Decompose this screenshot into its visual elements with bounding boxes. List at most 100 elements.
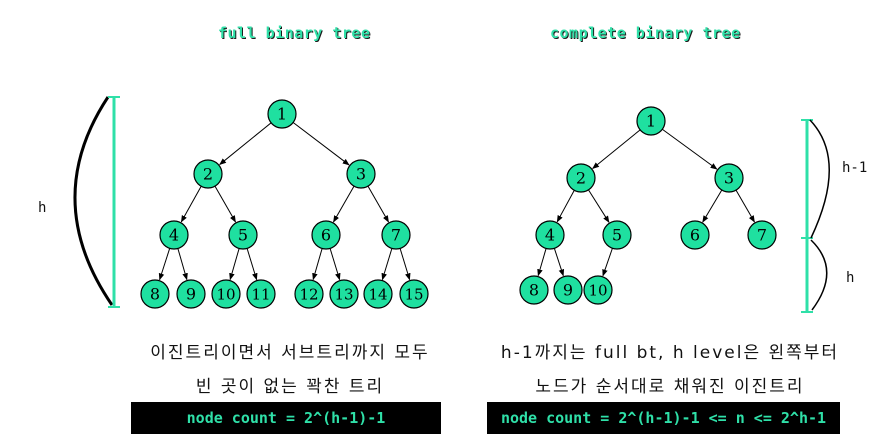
left-node-12: 12 <box>294 279 324 309</box>
left-height-arc <box>73 96 114 306</box>
right-node-5: 5 <box>602 220 632 250</box>
right-edge-4-9 <box>553 248 565 277</box>
left-description: 이진트리이면서 서브트리까지 모두 빈 곳이 없는 꽉찬 트리 <box>110 336 470 404</box>
right-node-7: 7 <box>747 220 777 250</box>
right-edge-4-8 <box>537 248 547 277</box>
right-node-label: 7 <box>757 226 767 245</box>
right-lower-arc <box>810 239 828 311</box>
left-node-13: 13 <box>329 279 359 309</box>
left-formula: node count = 2^(h-1)-1 <box>131 402 441 434</box>
left-node-label: 6 <box>321 226 331 245</box>
left-edge-6-13 <box>329 248 341 281</box>
left-edge-1-2 <box>219 122 272 165</box>
left-node-6: 6 <box>311 220 341 250</box>
left-node-label: 8 <box>150 285 160 304</box>
left-node-10: 10 <box>211 279 241 309</box>
right-edge-2-5 <box>588 189 610 223</box>
left-edge-5-11 <box>246 248 258 281</box>
left-edge-4-8 <box>158 248 171 281</box>
left-edge-6-12 <box>312 248 323 281</box>
left-edge-1-3 <box>292 122 350 166</box>
left-title: full binary tree <box>218 24 371 42</box>
left-edge-3-7 <box>367 185 389 223</box>
left-edge-2-4 <box>180 185 202 223</box>
left-node-circle <box>294 279 324 309</box>
right-node-circle <box>583 275 613 305</box>
left-edge-4-9 <box>177 248 188 281</box>
left-node-circle <box>246 279 276 309</box>
left-node-circle <box>381 220 411 250</box>
right-formula: node count = 2^(h-1)-1 <= n <= 2^h-1 <box>487 402 840 434</box>
left-node-3: 3 <box>346 159 376 189</box>
left-node-1: 1 <box>267 99 297 129</box>
right-title: complete binary tree <box>550 24 741 42</box>
right-node-label: 6 <box>690 226 700 245</box>
right-upper-arc <box>809 119 830 239</box>
right-node-circle <box>714 163 744 193</box>
left-description-line1: 이진트리이면서 서브트리까지 모두 <box>150 343 430 363</box>
left-node-5: 5 <box>228 220 258 250</box>
left-node-circle <box>228 220 258 250</box>
left-node-label: 12 <box>299 286 318 304</box>
left-node-label: 3 <box>356 165 366 184</box>
right-lower-label: h <box>846 270 855 286</box>
right-edge-1-2 <box>592 129 641 169</box>
left-node-4: 4 <box>159 220 189 250</box>
left-node-circle <box>140 279 170 309</box>
right-node-4: 4 <box>535 220 565 250</box>
left-node-label: 15 <box>404 286 423 304</box>
left-node-label: 5 <box>238 226 248 245</box>
right-node-label: 10 <box>588 282 607 300</box>
right-node-3: 3 <box>714 163 744 193</box>
right-edge-2-4 <box>556 190 575 223</box>
right-node-label: 2 <box>576 169 586 188</box>
right-node-label: 1 <box>646 112 656 131</box>
right-description: h-1까지는 full bt, h level은 왼쪽부터 노드가 순서대로 채… <box>480 336 860 404</box>
right-node-circle <box>636 106 666 136</box>
left-node-circle <box>346 159 376 189</box>
right-node-1: 1 <box>636 106 666 136</box>
left-height-label: h <box>38 200 47 216</box>
left-node-circle <box>176 279 206 309</box>
right-node-label: 9 <box>563 281 573 300</box>
left-edge-7-14 <box>381 248 393 281</box>
left-description-line2: 빈 곳이 없는 꽉찬 트리 <box>195 377 385 397</box>
left-node-label: 13 <box>334 286 353 304</box>
right-node-9: 9 <box>553 275 583 305</box>
left-edge-2-5 <box>214 185 236 223</box>
left-node-label: 7 <box>391 226 401 245</box>
left-node-label: 4 <box>169 226 179 245</box>
right-node-10: 10 <box>583 275 613 305</box>
left-node-label: 11 <box>251 286 270 304</box>
right-edge-3-7 <box>735 189 755 223</box>
left-node-circle <box>363 279 393 309</box>
left-node-circle <box>399 279 429 309</box>
left-edge-3-6 <box>333 185 355 223</box>
right-node-label: 5 <box>612 226 622 245</box>
right-description-line1: h-1까지는 full bt, h level은 왼쪽부터 <box>500 343 840 363</box>
left-edge-7-15 <box>399 248 411 281</box>
left-node-label: 1 <box>277 105 287 124</box>
right-edge-5-10 <box>602 248 613 277</box>
right-edge-1-3 <box>662 128 718 170</box>
left-node-label: 14 <box>368 286 387 304</box>
left-node-2: 2 <box>193 159 223 189</box>
right-node-circle <box>553 275 583 305</box>
right-edge-3-6 <box>702 189 723 223</box>
left-node-9: 9 <box>176 279 206 309</box>
left-node-8: 8 <box>140 279 170 309</box>
right-node-circle <box>566 163 596 193</box>
left-node-circle <box>311 220 341 250</box>
right-upper-label: h-1 <box>842 160 868 176</box>
left-node-circle <box>329 279 359 309</box>
right-node-6: 6 <box>680 220 710 250</box>
right-node-2: 2 <box>566 163 596 193</box>
right-node-label: 3 <box>724 169 734 188</box>
right-node-circle <box>602 220 632 250</box>
left-node-14: 14 <box>363 279 393 309</box>
left-node-circle <box>267 99 297 129</box>
right-node-circle <box>519 275 549 305</box>
left-node-circle <box>193 159 223 189</box>
left-node-circle <box>211 279 241 309</box>
